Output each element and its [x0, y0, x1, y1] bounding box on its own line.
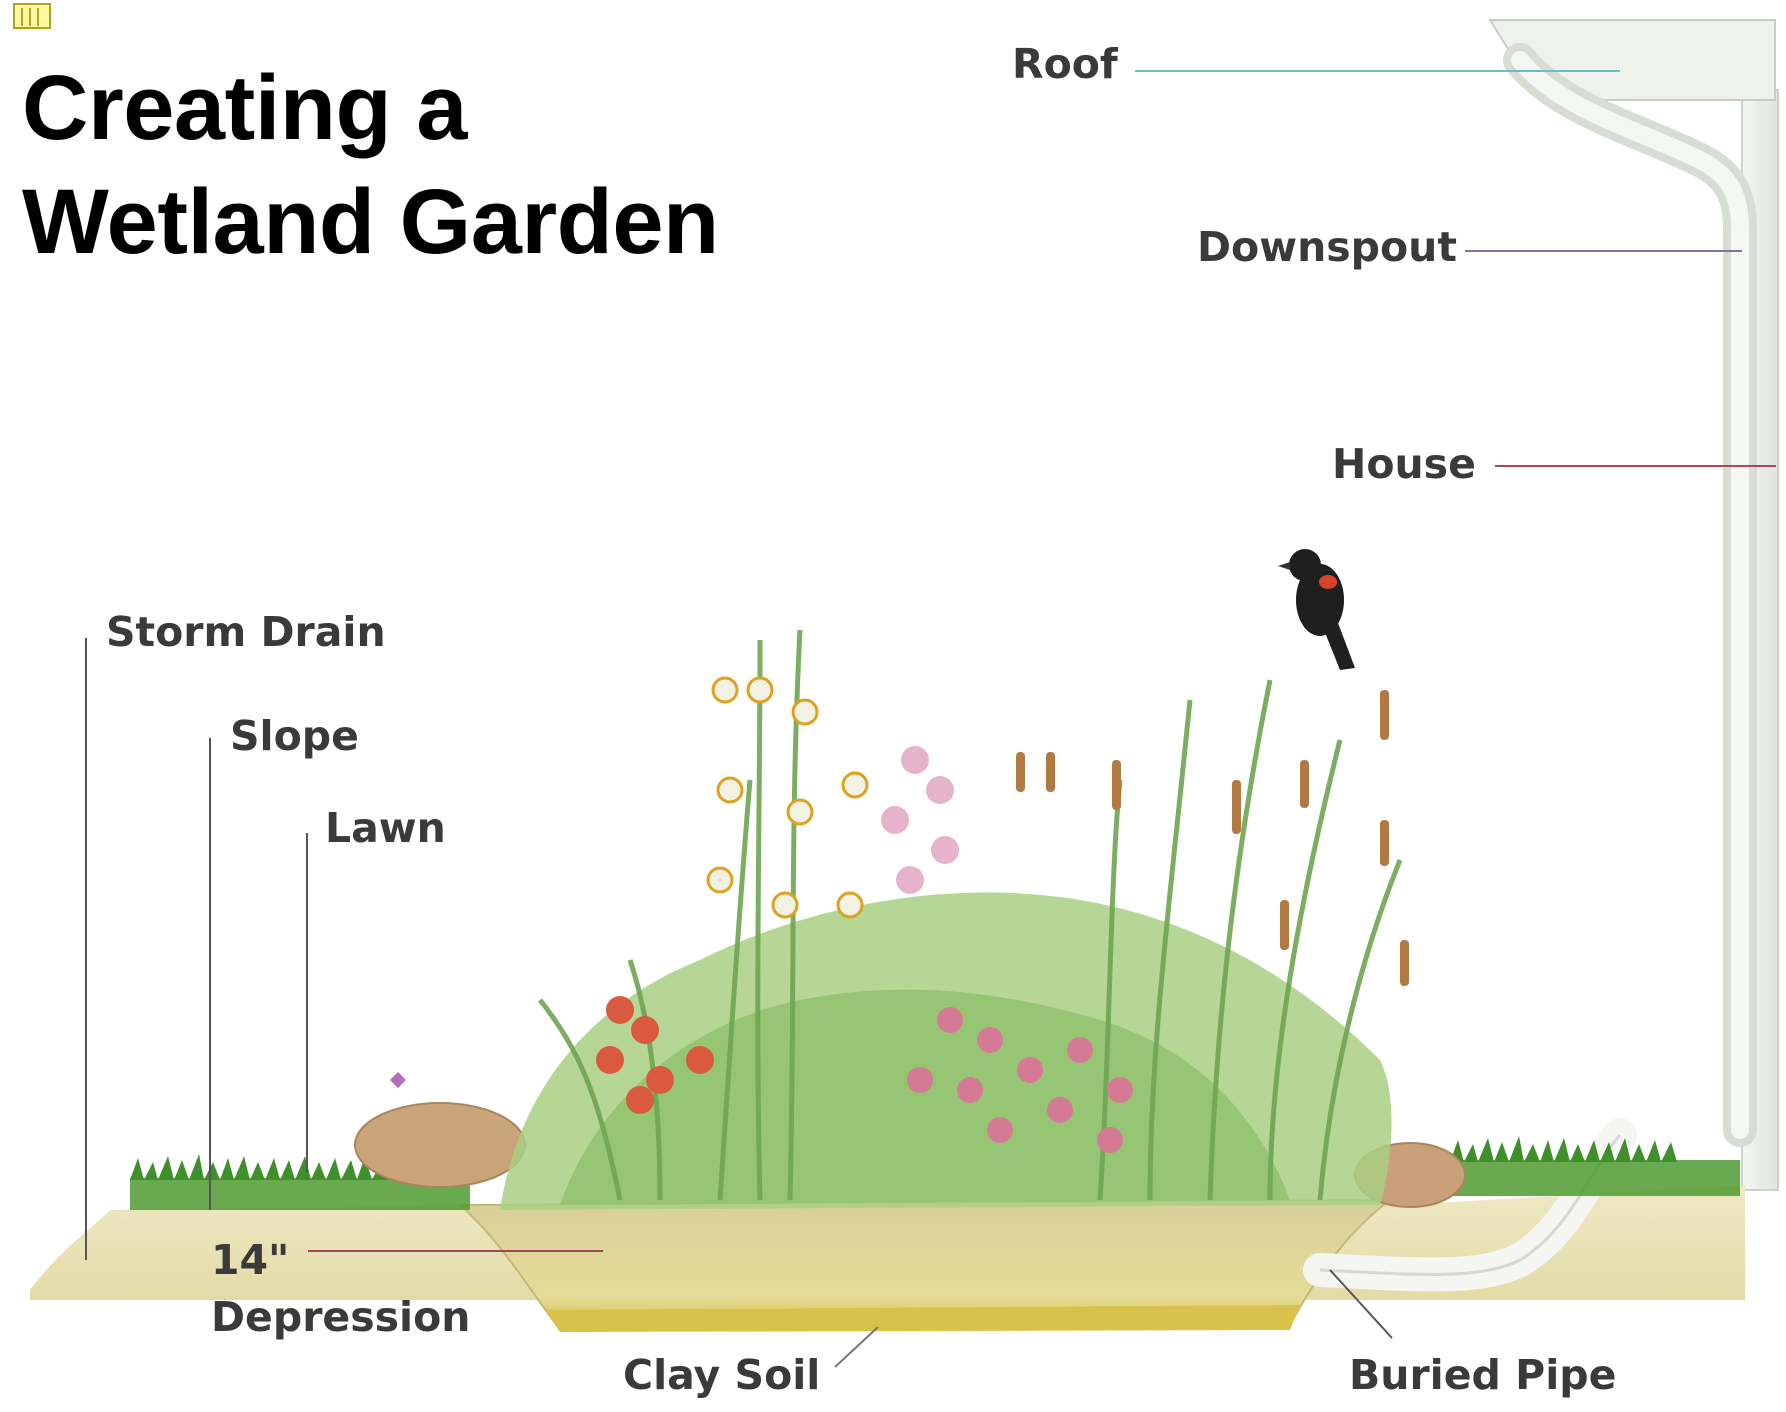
- label-storm-drain: Storm Drain: [106, 610, 386, 655]
- label-buried-pipe: Buried Pipe: [1349, 1353, 1616, 1398]
- label-depression: Depression: [211, 1295, 470, 1340]
- rock-left: [355, 1103, 525, 1187]
- label-lawn: Lawn: [325, 806, 446, 851]
- label-depression-depth: 14": [211, 1238, 289, 1283]
- wetland-plants: [390, 630, 1409, 1210]
- label-house: House: [1332, 442, 1476, 487]
- label-roof: Roof: [1012, 42, 1118, 87]
- downspout-pipe: [1520, 60, 1740, 1130]
- label-downspout: Downspout: [1197, 225, 1457, 270]
- red-winged-blackbird: [1278, 549, 1355, 670]
- label-clay-soil: Clay Soil: [623, 1353, 820, 1398]
- page-title-line1: Creating a: [22, 62, 467, 154]
- clay-soil-leader: [835, 1327, 878, 1367]
- page-title-line2: Wetland Garden: [22, 176, 719, 268]
- label-slope: Slope: [230, 714, 359, 759]
